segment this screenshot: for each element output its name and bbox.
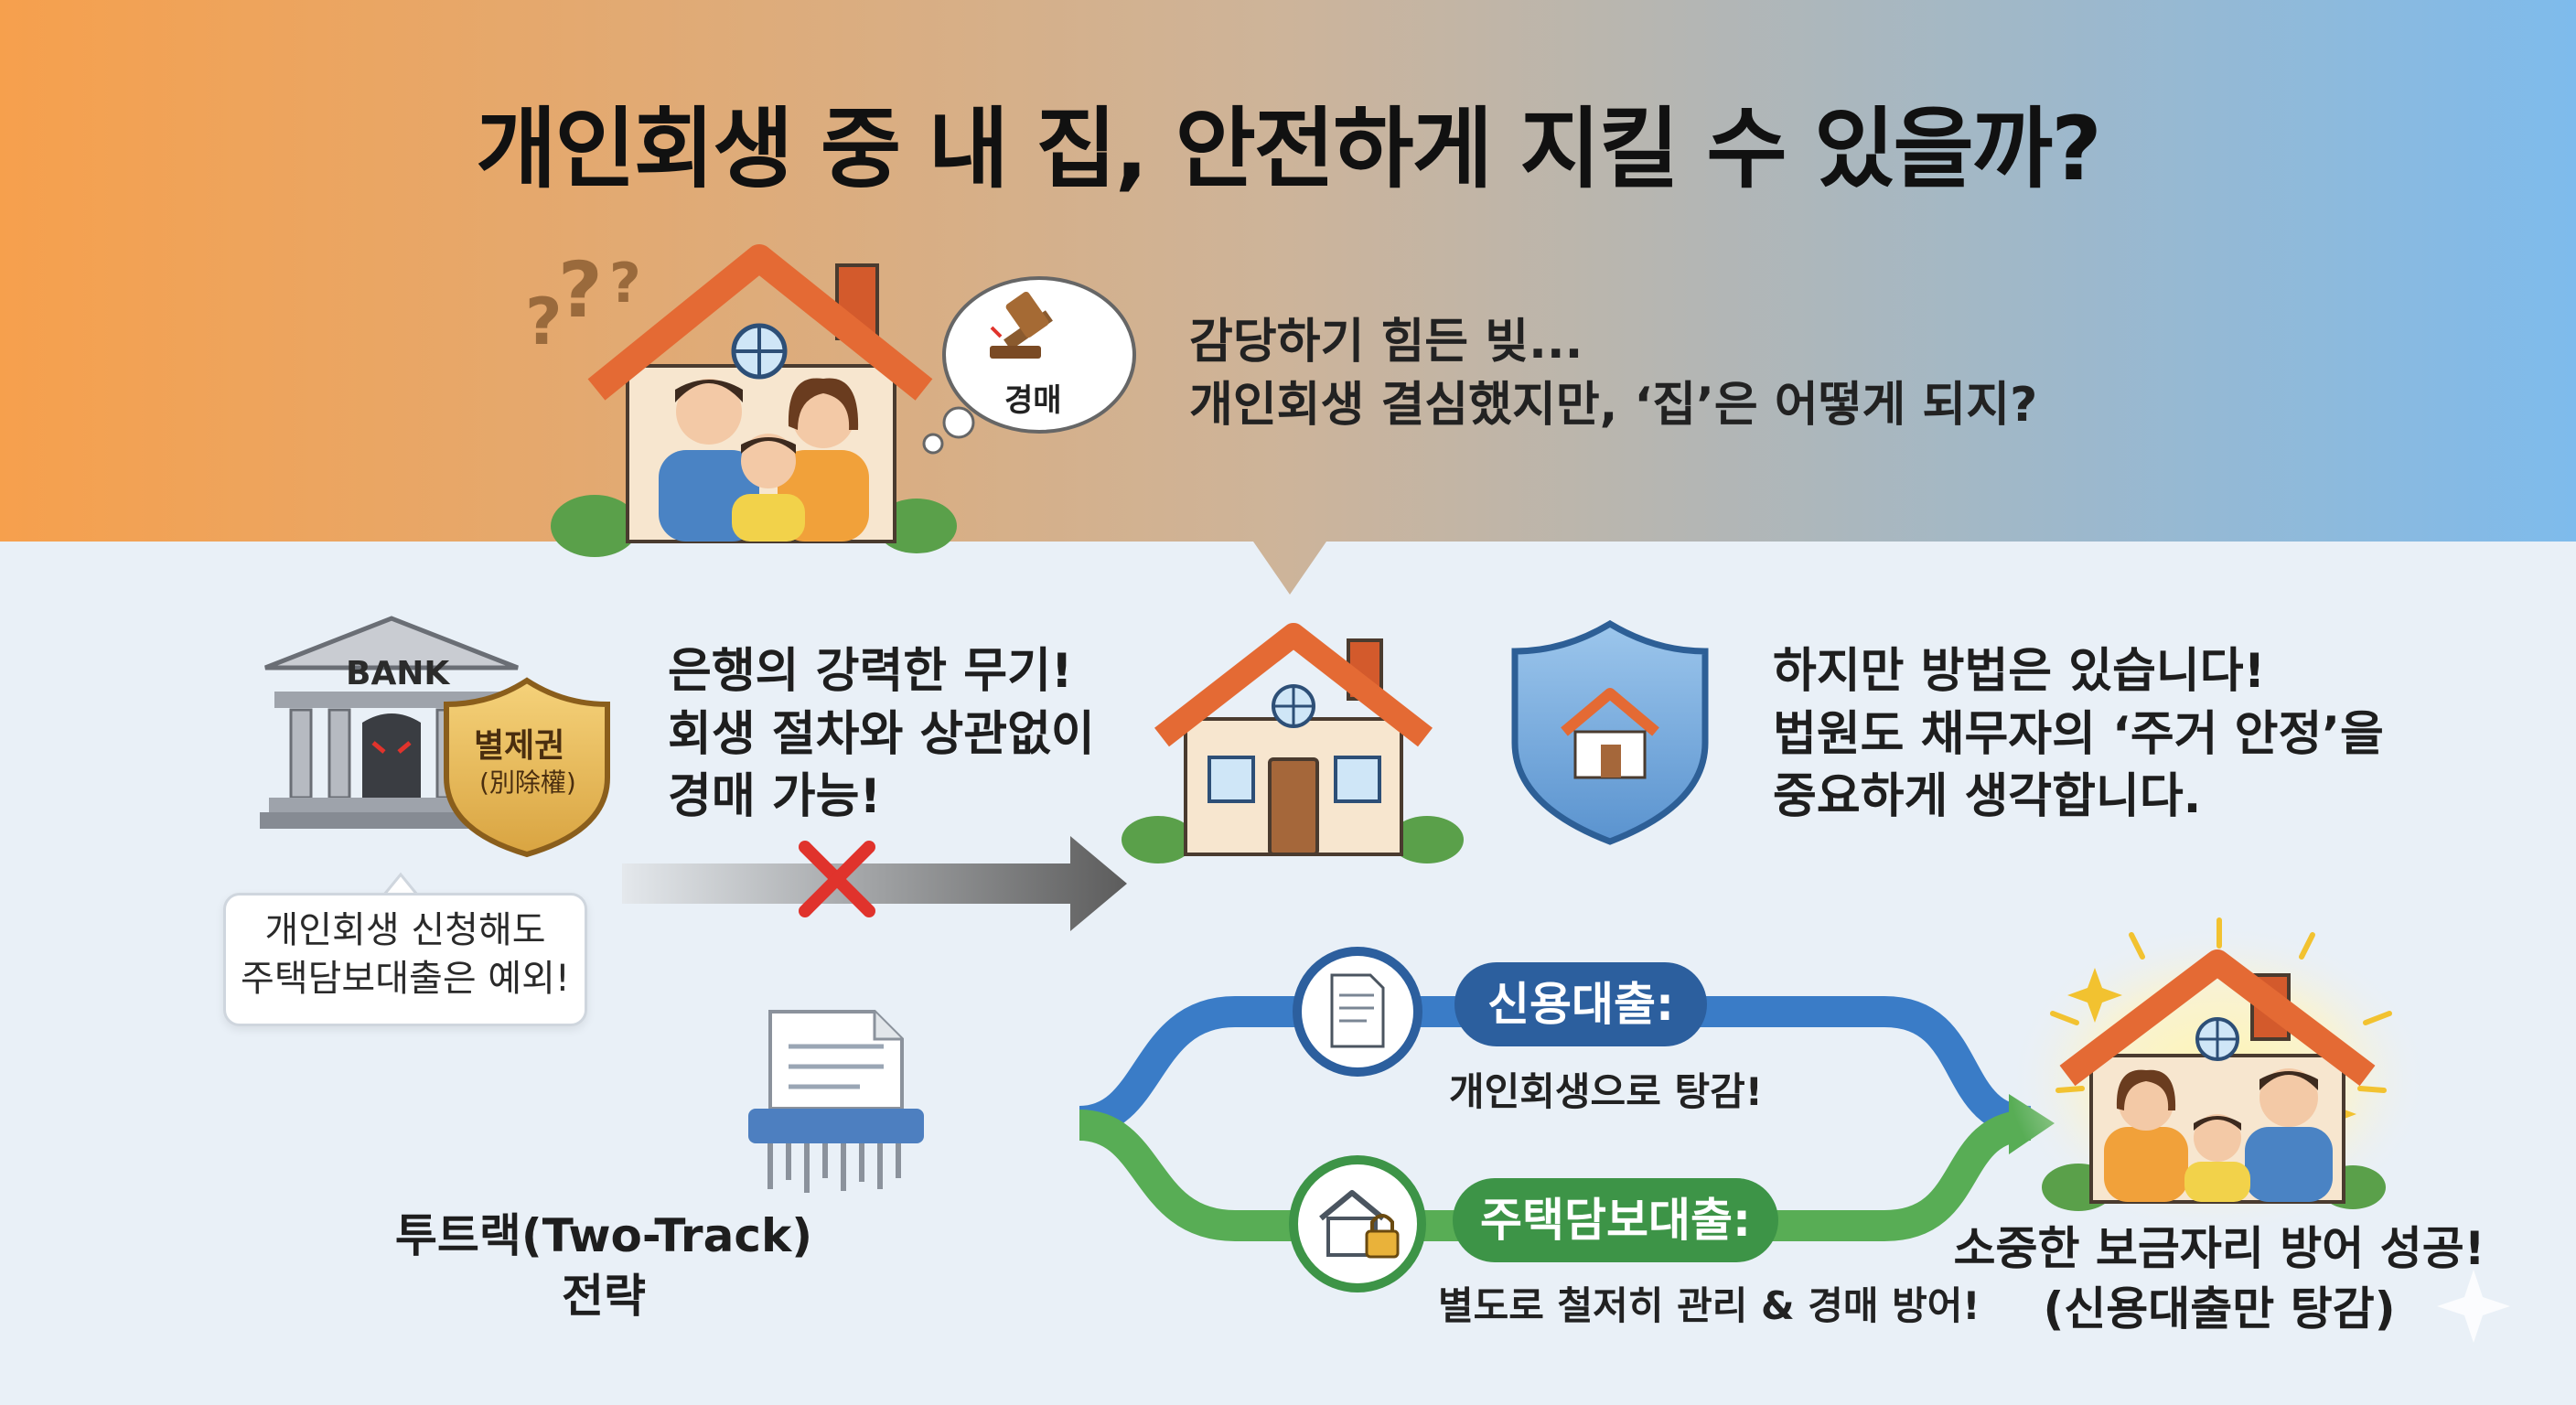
hope-text: 하지만 방법은 있습니다! 법원도 채무자의 ‘주거 안정’을 중요하게 생각합… xyxy=(1773,640,2384,829)
red-cross-icon xyxy=(799,841,875,917)
bank-weapon-text: 은행의 강력한 무기! 회생 절차와 상관없이 경매 가능! xyxy=(668,640,1095,829)
question-marks-icon: ? ? ? xyxy=(525,245,641,359)
mortgage-loan-desc: 별도로 철저히 관리 & 경매 방어! xyxy=(1438,1283,1980,1328)
svg-text:?: ? xyxy=(525,284,563,359)
lien-shield-subtitle: (別除權) xyxy=(479,767,576,798)
credit-loan-desc: 개인회생으로 탕감! xyxy=(1449,1069,1763,1114)
note-line-1: 개인회생 신청해도 xyxy=(264,909,546,951)
page-title: 개인회생 중 내 집, 안전하게 지킬 수 있을까? xyxy=(476,98,2102,200)
bank-sign: BANK xyxy=(346,655,450,692)
bank-exception-note: 개인회생 신청해도 주택담보대출은 예외! xyxy=(223,893,587,1026)
hope-line-1: 하지만 방법은 있습니다! xyxy=(1773,644,2266,699)
hope-line-3: 중요하게 생각합니다. xyxy=(1773,769,2202,825)
header-band xyxy=(0,0,2576,595)
lien-shield-icon xyxy=(444,677,610,858)
star-sparkle-icon xyxy=(2067,968,2122,1023)
auction-label: 경매 xyxy=(1004,382,1062,419)
two-track-label: 투트랙(Two-Track) 전략 xyxy=(384,1206,823,1326)
happy-family-house-icon xyxy=(2042,949,2386,1211)
two-track-line-1: 투트랙(Two-Track) xyxy=(394,1209,813,1262)
two-track-line-2: 전략 xyxy=(562,1270,646,1323)
sparkle-rays-icon xyxy=(2050,917,2392,1093)
bank-weapon-line-3: 경매 가능! xyxy=(668,769,882,825)
target-house-icon xyxy=(1122,623,1464,863)
svg-text:?: ? xyxy=(609,252,641,316)
goal-text: 소중한 보금자리 방어 성공! (신용대출만 탕감) xyxy=(1945,1218,2494,1339)
mortgage-lock-icon xyxy=(1289,1155,1426,1292)
note-pointer xyxy=(381,872,421,896)
intro-line-2: 개인회생 결심했지만, ‘집’은 어떻게 되지? xyxy=(1189,377,2038,433)
credit-document-icon xyxy=(1293,947,1422,1077)
svg-text:?: ? xyxy=(558,245,603,335)
thought-bubble-icon xyxy=(922,276,1136,455)
watermark-sparkle-icon xyxy=(2437,1270,2510,1343)
intro-text: 감당하기 힘든 빚... 개인회생 결심했지만, ‘집’은 어떻게 되지? xyxy=(1189,311,2037,436)
bank-weapon-line-1: 은행의 강력한 무기! xyxy=(668,644,1073,699)
mortgage-loan-pill: 주택담보대출: xyxy=(1453,1178,1778,1262)
bank-weapon-line-2: 회생 절차와 상관없이 xyxy=(668,706,1095,762)
note-line-2: 주택담보대출은 예외! xyxy=(241,957,570,1000)
credit-loan-pill: 신용대출: xyxy=(1454,962,1707,1046)
intro-line-1: 감당하기 힘든 빚... xyxy=(1189,315,1583,370)
shredder-icon xyxy=(748,1010,924,1193)
worried-family-house-icon xyxy=(551,244,957,557)
blocked-arrow-icon xyxy=(622,836,1127,931)
lien-shield-title: 별제권 xyxy=(474,727,565,765)
protection-shield-icon xyxy=(1511,619,1709,845)
goal-line-2: (신용대출만 탕감) xyxy=(2043,1282,2396,1335)
goal-line-1: 소중한 보금자리 방어 성공! xyxy=(1953,1222,2485,1275)
hope-line-2: 법원도 채무자의 ‘주거 안정’을 xyxy=(1773,706,2384,762)
